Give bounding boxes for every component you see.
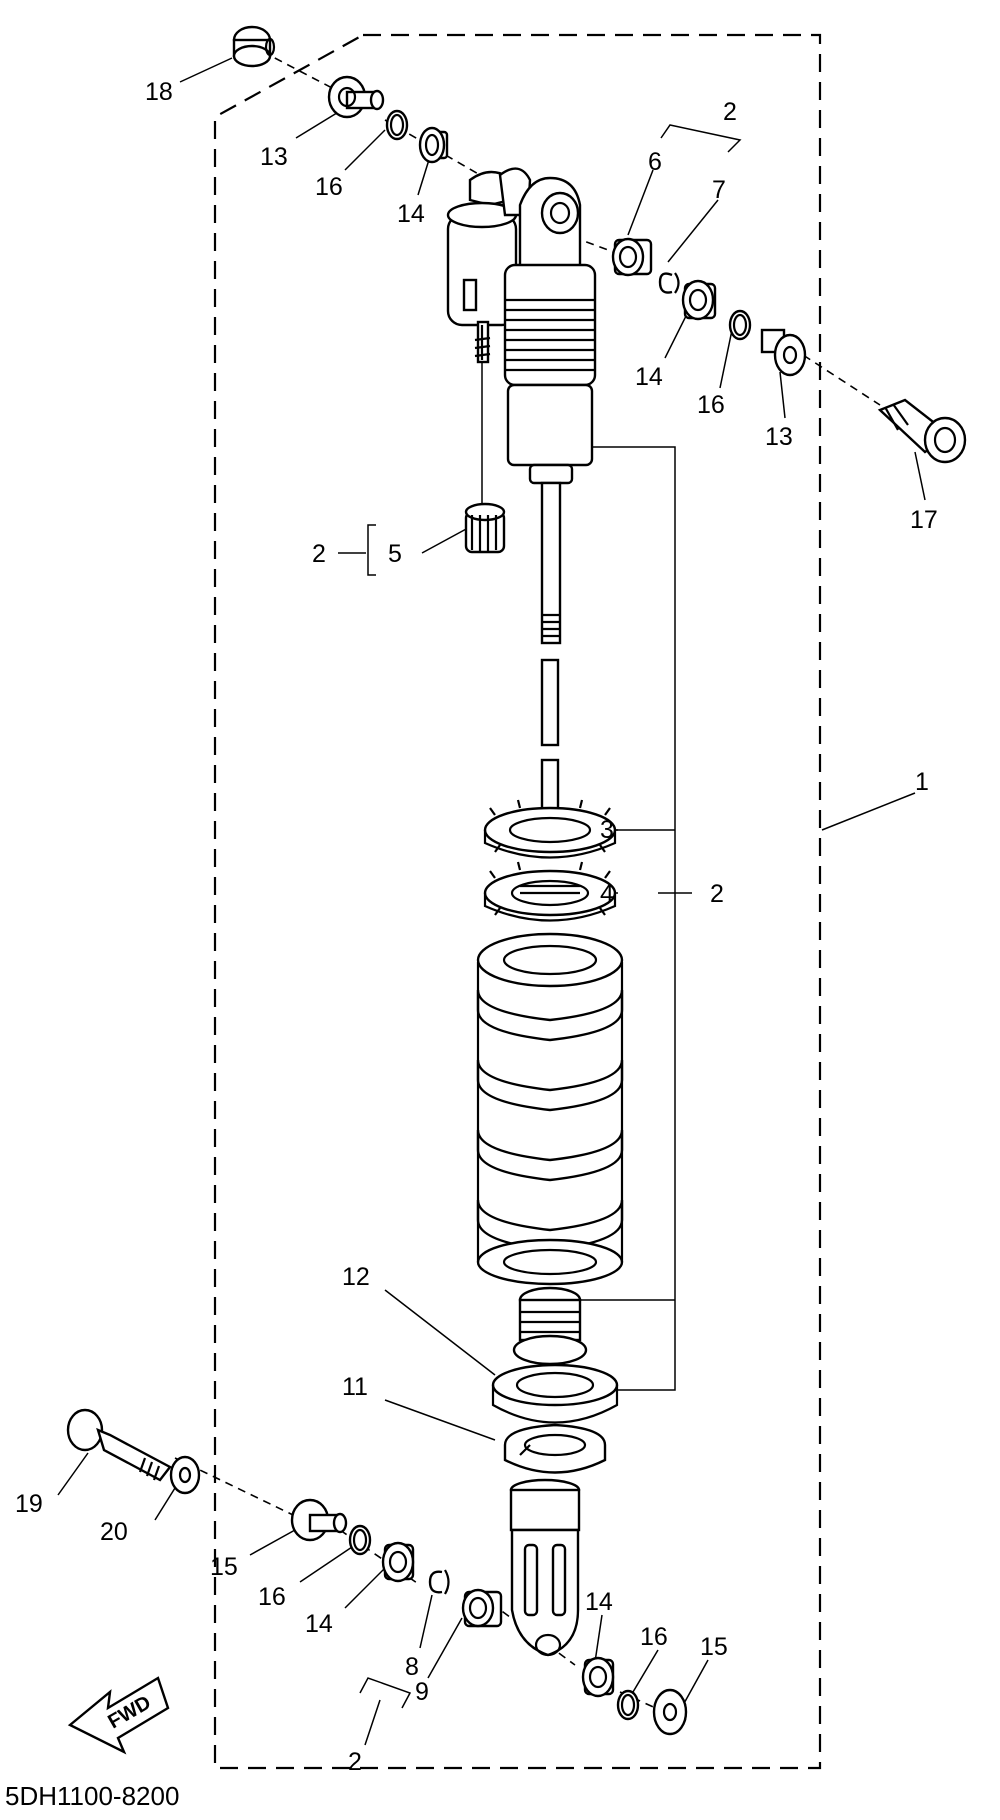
fwd-arrow-icon: FWD — [67, 1676, 170, 1755]
lower-clevis — [509, 1478, 581, 1657]
part-3-locknut — [483, 799, 617, 859]
part-16-oring-upper-left — [385, 109, 409, 141]
callout-14-lower-right: 14 — [585, 1588, 613, 1616]
part-19-bolt — [66, 1408, 172, 1482]
callout-14-lower-left: 14 — [305, 1610, 333, 1638]
shock-shaft — [540, 481, 562, 822]
part-14-bushing-lower-left — [381, 1541, 415, 1583]
part-6-bushing — [611, 237, 653, 277]
callout-7: 7 — [712, 176, 726, 204]
callout-11: 11 — [342, 1373, 368, 1401]
part-14-bushing-lower-right — [581, 1656, 615, 1698]
part-13-collar-left — [327, 75, 385, 119]
part-7-circlip — [658, 272, 680, 294]
callout-16-upper-left: 16 — [315, 173, 343, 201]
part-8-circlip — [428, 1569, 450, 1595]
callout-14-upper-right: 14 — [635, 363, 663, 391]
callout-2-top: 2 — [723, 98, 737, 126]
part-15-collar-left — [290, 1498, 348, 1542]
part-9-bushing — [461, 1588, 503, 1628]
callout-3: 3 — [600, 816, 614, 844]
part-15-collar-right — [652, 1688, 688, 1736]
callout-18: 18 — [145, 78, 173, 106]
part-12-spring-seat — [491, 1363, 619, 1424]
part-16-oring-lower-left — [348, 1524, 372, 1556]
callout-8: 8 — [405, 1653, 419, 1681]
callout-4: 4 — [600, 880, 614, 908]
shock-spring — [476, 932, 624, 1286]
part-16-oring-upper-right — [728, 309, 752, 341]
callout-2-left: 2 — [312, 540, 326, 568]
diagram-code: 5DH1100-8200 — [5, 1781, 179, 1811]
part-13-collar-right — [760, 328, 807, 377]
part-11-stopper — [503, 1423, 607, 1474]
callout-labels: 18 13 16 14 2 6 7 14 16 13 17 2 5 3 4 2 … — [15, 78, 938, 1776]
callout-6: 6 — [648, 148, 662, 176]
part-17-bolt — [877, 398, 967, 464]
callout-14-upper-left: 14 — [397, 200, 425, 228]
callout-16-lower-right: 16 — [640, 1623, 668, 1651]
callout-15-left: 15 — [210, 1553, 238, 1581]
callout-2-bottom: 2 — [348, 1748, 362, 1776]
reservoir-tank — [446, 167, 532, 364]
part-20-washer — [169, 1455, 201, 1495]
callout-5: 5 — [388, 540, 402, 568]
part-14-bushing-upper-right — [681, 279, 717, 321]
callout-19: 19 — [15, 1490, 43, 1518]
callout-16-lower-left: 16 — [258, 1583, 286, 1611]
part-5-adjuster — [464, 502, 506, 554]
bump-stop — [512, 1286, 588, 1366]
callout-16-upper-right: 16 — [697, 391, 725, 419]
leader-lines — [57, 57, 926, 1746]
shock-body — [503, 176, 597, 485]
callout-13-right: 13 — [765, 423, 793, 451]
callout-2-mid: 2 — [710, 880, 724, 908]
callout-20: 20 — [100, 1518, 128, 1546]
callout-12: 12 — [342, 1263, 370, 1291]
assembly-boundary — [213, 33, 822, 1770]
callout-9: 9 — [415, 1678, 429, 1706]
part-16-oring-lower-right — [616, 1689, 640, 1721]
part-18-nut — [232, 25, 276, 68]
callout-13-left: 13 — [260, 143, 288, 171]
part-4-adjusting-nut — [483, 861, 617, 922]
part-14-bushing-upper-left — [418, 126, 449, 164]
callout-15-right: 15 — [700, 1633, 728, 1661]
callout-1: 1 — [915, 768, 929, 796]
callout-17: 17 — [910, 506, 938, 534]
